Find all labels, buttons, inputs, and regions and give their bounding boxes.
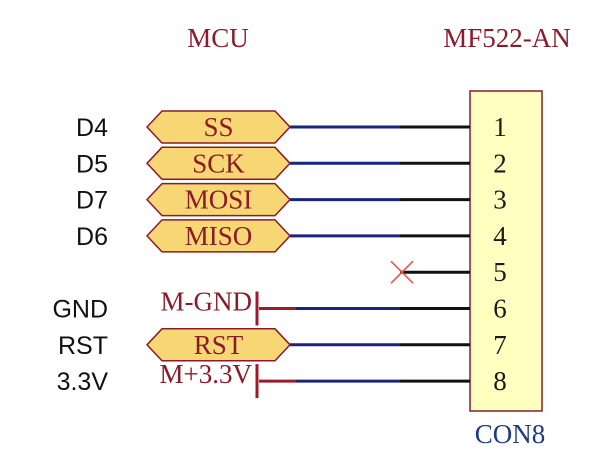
pins-layer: 1 2 3 4 5 6 7 8 [493,112,507,396]
port-sck [145,146,292,181]
pin-number-7: 7 [493,330,507,360]
ext-label-d4: D4 [76,114,108,142]
ports-layer: SS SCK MOSI MISO RST [145,110,292,362]
ext-label-d6: D6 [76,223,108,251]
no-connect-marker-b [390,260,414,284]
pin-number-8: 8 [493,366,507,396]
port-miso [145,219,292,253]
ext-label-gnd: GND [52,296,108,324]
ext-label-3-3v: 3.3V [57,368,109,396]
port-label-rst: RST [194,330,244,360]
module-title: MF522-AN [443,23,571,53]
pin-number-2: 2 [493,148,507,178]
port-label-mosi: MOSI [185,185,253,215]
pin-number-4: 4 [493,221,507,251]
pin-number-5: 5 [493,257,507,287]
wires-layer [259,125,470,383]
power-label-m-3-3v: M+3.3V [160,359,253,389]
connector-body [469,90,543,412]
power-label-m-gnd: M-GND [161,287,253,317]
mcu-title: MCU [187,23,249,53]
pin-number-6: 6 [493,294,507,324]
noconnect-layer [390,260,414,284]
port-rst [145,328,292,362]
port-label-miso: MISO [185,221,253,251]
ext-label-rst: RST [58,332,108,360]
ext-label-d7: D7 [76,187,108,215]
port-label-ss: SS [203,112,233,142]
port-label-sck: SCK [192,148,245,178]
connector-name: CON8 [475,419,546,449]
power-layer: M-GND M+3.3V [160,287,259,399]
ext-label-d5: D5 [76,150,108,178]
pin-number-1: 1 [493,112,507,142]
port-ss [145,110,292,144]
pin-number-3: 3 [493,185,507,215]
port-mosi [145,182,292,217]
